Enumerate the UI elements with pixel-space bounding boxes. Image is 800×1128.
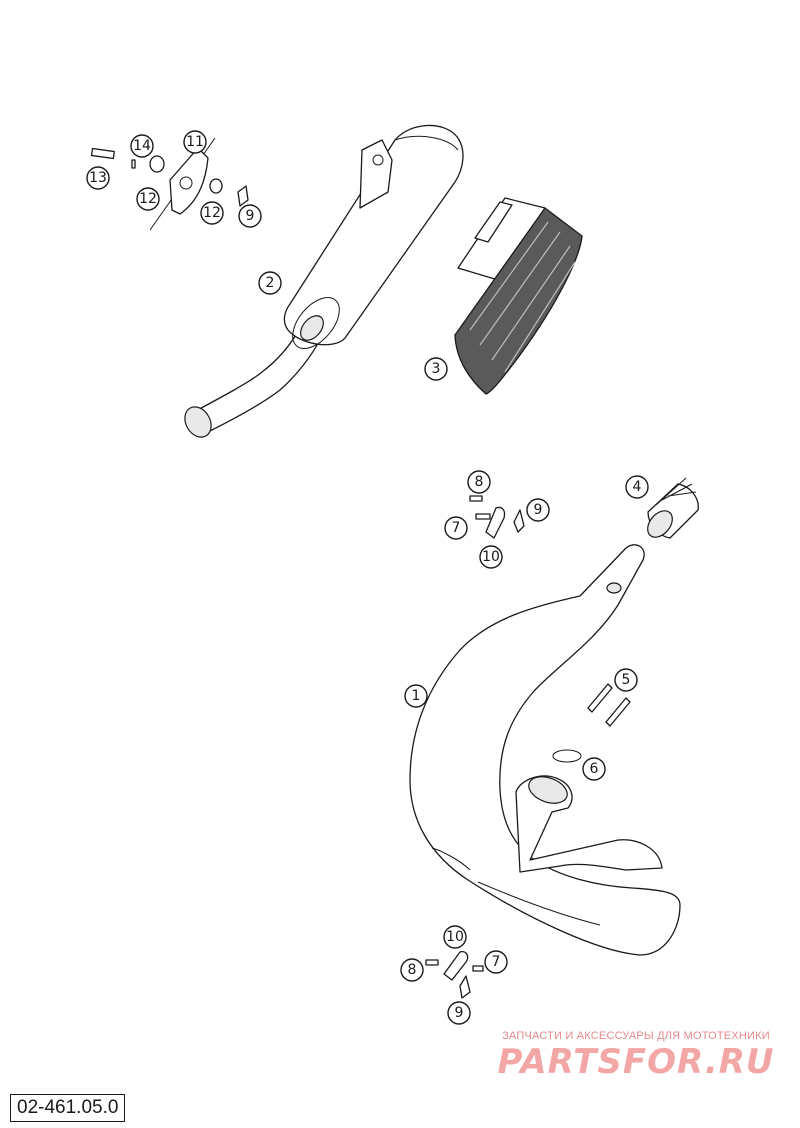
pipe-hardware-upper <box>469 495 525 539</box>
callout-10: 10 <box>443 925 467 949</box>
callout-12: 12 <box>200 201 224 225</box>
svg-text:4: 4 <box>633 479 642 495</box>
svg-text:12: 12 <box>139 191 157 207</box>
damping-insert-part <box>454 197 583 395</box>
svg-text:3: 3 <box>432 361 441 377</box>
svg-text:13: 13 <box>89 170 107 186</box>
diagram-code: 02-461.05.0 <box>10 1094 126 1122</box>
callout-9: 9 <box>447 1001 471 1025</box>
exhaust-pipe-part <box>409 544 681 956</box>
callout-12: 12 <box>136 187 160 211</box>
callout-8: 8 <box>467 470 491 494</box>
svg-text:7: 7 <box>492 954 501 970</box>
callout-9: 9 <box>526 498 550 522</box>
svg-text:6: 6 <box>590 761 599 777</box>
svg-text:12: 12 <box>203 205 221 221</box>
svg-text:8: 8 <box>408 962 417 978</box>
watermark-logo: PARTSFOR.RU <box>497 1042 775 1082</box>
silencer-part <box>184 124 464 438</box>
callout-8: 8 <box>400 958 424 982</box>
o-ring-part <box>552 749 582 763</box>
callout-1: 1 <box>404 684 428 708</box>
callout-4: 4 <box>625 475 649 499</box>
svg-text:9: 9 <box>455 1005 464 1021</box>
callout-14: 14 <box>130 134 154 158</box>
svg-text:7: 7 <box>452 520 461 536</box>
callout-3: 3 <box>424 357 448 381</box>
svg-text:10: 10 <box>446 929 464 945</box>
svg-text:14: 14 <box>133 138 151 154</box>
svg-text:11: 11 <box>186 134 204 150</box>
svg-text:1: 1 <box>412 688 421 704</box>
callout-7: 7 <box>484 950 508 974</box>
sleeve-part <box>647 477 699 539</box>
callout-11: 11 <box>183 130 207 154</box>
springs-part <box>587 683 631 727</box>
callout-6: 6 <box>582 757 606 781</box>
pipe-hardware-lower <box>425 950 484 999</box>
callout-9: 9 <box>238 204 262 228</box>
silencer-hardware <box>90 137 249 231</box>
svg-text:9: 9 <box>534 502 543 518</box>
callout-10: 10 <box>479 545 503 569</box>
callout-13: 13 <box>86 166 110 190</box>
svg-text:8: 8 <box>475 474 484 490</box>
callout-7: 7 <box>444 516 468 540</box>
callout-5: 5 <box>614 668 638 692</box>
svg-text:9: 9 <box>246 208 255 224</box>
watermark-caption: ЗАПЧАСТИ И АКСЕССУАРЫ ДЛЯ МОТОТЕХНИКИ <box>502 1030 770 1042</box>
svg-text:5: 5 <box>622 672 631 688</box>
svg-text:10: 10 <box>482 549 500 565</box>
watermark: ЗАПЧАСТИ И АКСЕССУАРЫ ДЛЯ МОТОТЕХНИКИ PA… <box>486 1030 786 1082</box>
callout-2: 2 <box>258 271 282 295</box>
svg-text:2: 2 <box>266 275 275 291</box>
